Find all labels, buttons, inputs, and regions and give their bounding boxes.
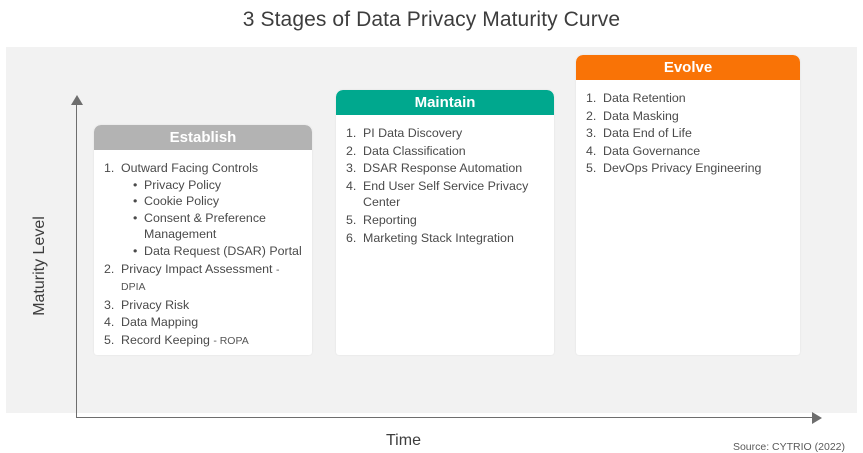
stage-header-maintain: Maintain <box>336 90 554 115</box>
list-item: Record Keeping - ROPA <box>104 332 249 348</box>
list-item: Privacy Impact Assessment - DPIA <box>104 261 280 294</box>
x-axis-arrow-icon <box>812 412 822 424</box>
sub-list-item: Cookie Policy <box>133 193 302 210</box>
sub-list-item: Consent & Preference Management <box>133 210 302 243</box>
x-axis-label: Time <box>386 432 421 449</box>
list-item: End User Self Service Privacy Center <box>346 178 529 210</box>
stage-list-evolve: Data Retention Data Masking Data End of … <box>586 90 790 177</box>
y-axis-arrow-icon <box>71 95 83 105</box>
chart-panel: Maturity Level Time Source: CYTRIO (2022… <box>6 47 857 453</box>
stage-list-establish: Outward Facing Controls Privacy Policy C… <box>104 160 302 350</box>
list-item: PI Data Discovery <box>346 125 463 141</box>
stage-body-maintain: PI Data Discovery Data Classification DS… <box>336 115 554 246</box>
list-item: Outward Facing Controls Privacy Policy C… <box>104 160 302 260</box>
list-item: DSAR Response Automation <box>346 160 523 176</box>
sub-list-item: Privacy Policy <box>133 177 302 194</box>
list-item: Data Mapping <box>104 314 199 330</box>
stage-card-evolve[interactable]: Evolve Data Retention Data Masking Data … <box>576 55 800 355</box>
stage-card-maintain[interactable]: Maintain PI Data Discovery Data Classifi… <box>336 90 554 355</box>
sub-list: Privacy Policy Cookie Policy Consent & P… <box>121 177 302 260</box>
list-item: Privacy Risk <box>104 297 190 313</box>
list-item: Reporting <box>346 212 417 228</box>
y-axis-line <box>76 103 77 418</box>
y-axis-label: Maturity Level <box>31 216 48 316</box>
list-item: Marketing Stack Integration <box>346 230 514 246</box>
stage-body-establish: Outward Facing Controls Privacy Policy C… <box>94 150 312 350</box>
sub-list-item: Data Request (DSAR) Portal <box>133 243 302 260</box>
x-axis-line <box>76 417 814 418</box>
stage-body-evolve: Data Retention Data Masking Data End of … <box>576 80 800 177</box>
list-item: Data Masking <box>586 108 679 124</box>
list-item: Data End of Life <box>586 125 692 141</box>
list-item: Data Governance <box>586 143 701 159</box>
page-title: 3 Stages of Data Privacy Maturity Curve <box>242 8 621 31</box>
stage-header-establish: Establish <box>94 125 312 150</box>
stage-list-maintain: PI Data Discovery Data Classification DS… <box>346 125 544 246</box>
list-item: DevOps Privacy Engineering <box>586 160 762 176</box>
stage-card-establish[interactable]: Establish Outward Facing Controls Privac… <box>94 125 312 355</box>
list-item: Data Retention <box>586 90 686 106</box>
stage-header-evolve: Evolve <box>576 55 800 80</box>
list-item: Data Classification <box>346 143 466 159</box>
source-note: Source: CYTRIO (2022) <box>732 441 845 453</box>
